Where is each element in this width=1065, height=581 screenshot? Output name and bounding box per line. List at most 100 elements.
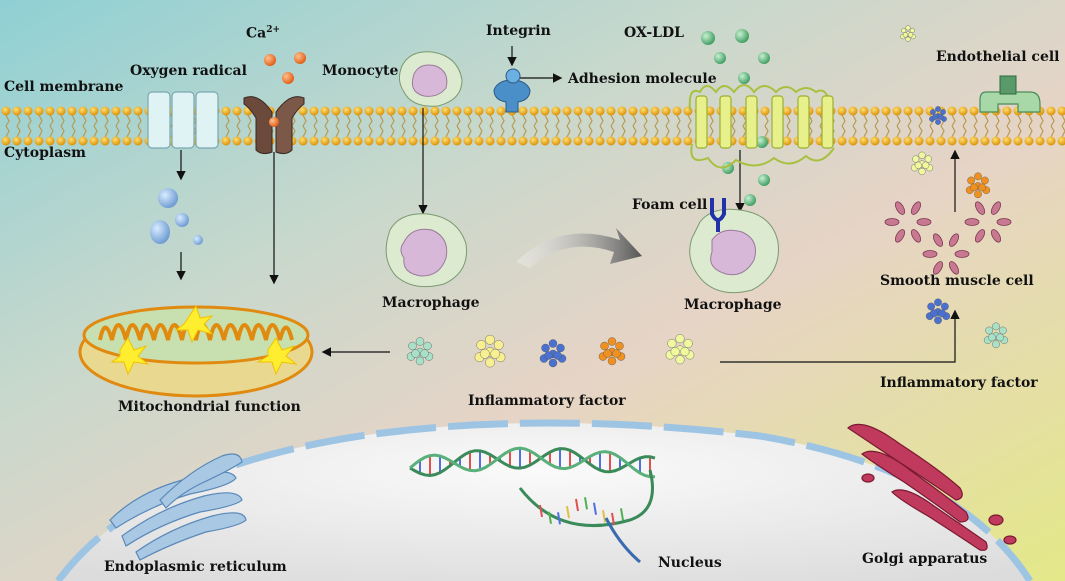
membrane-tail	[335, 114, 340, 127]
membrane-tail	[445, 114, 450, 127]
inflammatory-factors	[406, 25, 1009, 368]
membrane-bead	[133, 136, 143, 146]
factor-granule	[408, 341, 417, 351]
membrane-tail	[962, 125, 967, 138]
membrane-bead	[408, 106, 418, 116]
membrane-tail	[973, 125, 978, 138]
membrane-tail	[885, 125, 890, 138]
factor-granule	[918, 167, 926, 176]
membrane-bead	[947, 136, 957, 146]
membrane-bead	[397, 136, 407, 146]
membrane-tail	[786, 114, 791, 127]
membrane-bead	[760, 106, 770, 116]
membrane-tail	[489, 125, 494, 138]
dna-strand	[409, 447, 656, 477]
cytoplasm-label: Cytoplasm	[4, 145, 86, 161]
membrane-tail	[49, 125, 54, 138]
membrane-tail	[115, 114, 120, 127]
dna-base-pair	[539, 504, 543, 518]
macrophage-left-label: Macrophage	[382, 295, 480, 311]
membrane-bead	[738, 136, 748, 146]
factor-granule	[967, 176, 975, 185]
membrane-tail	[522, 114, 527, 127]
factor-granule	[493, 340, 504, 350]
membrane-bead	[551, 106, 561, 116]
golgi-apparatus-icon	[847, 423, 1017, 551]
ox-ldl-particles	[701, 29, 770, 206]
membrane-bead	[309, 106, 319, 116]
membrane-bead	[562, 136, 572, 146]
membrane-tail	[874, 125, 879, 138]
membrane-bead	[34, 106, 44, 116]
membrane-bead	[463, 106, 473, 116]
factor-granule	[680, 347, 690, 357]
membrane-tail	[709, 125, 714, 138]
smooth-muscle-cell-group	[884, 201, 932, 243]
membrane-tail	[1050, 125, 1055, 138]
membrane-bead	[672, 106, 682, 116]
membrane-tail	[555, 114, 560, 127]
inflammatory-factor-right-label: Inflammatory factor	[880, 375, 1038, 391]
membrane-tail	[852, 125, 857, 138]
membrane-tail	[357, 114, 362, 127]
membrane-tail	[918, 114, 923, 127]
macrophage-left-icon	[385, 213, 468, 288]
membrane-tail	[511, 114, 516, 127]
membrane-bead	[1057, 106, 1065, 116]
receptor-helix	[719, 95, 732, 149]
membrane-bead	[969, 106, 979, 116]
factor-granule	[479, 348, 490, 359]
dna-strand	[604, 517, 641, 564]
factor-granule	[607, 356, 617, 366]
membrane-bead	[122, 106, 132, 116]
membrane-bead	[23, 136, 33, 146]
membrane-bead	[375, 136, 385, 146]
membrane-bead	[331, 106, 341, 116]
membrane-tail	[841, 125, 846, 138]
membrane-tail	[687, 114, 692, 127]
membrane-tail	[577, 114, 582, 127]
membrane-bead	[573, 106, 583, 116]
membrane-tail	[764, 125, 769, 138]
membrane-bead	[452, 106, 462, 116]
smooth-muscle-cell	[974, 229, 986, 243]
membrane-bead	[78, 136, 88, 146]
factor-granule	[905, 25, 911, 31]
membrane-tail	[896, 114, 901, 127]
factor-granule	[918, 151, 926, 159]
membrane-tail	[82, 114, 87, 127]
membrane-bead	[298, 136, 308, 146]
membrane-tail	[236, 114, 241, 127]
membrane-tail	[93, 125, 98, 138]
membrane-bead	[474, 106, 484, 116]
factor-granule	[978, 183, 986, 192]
dna-base-pair	[575, 498, 579, 512]
membrane-tail	[137, 114, 142, 127]
membrane-bead	[518, 106, 528, 116]
membrane-tail	[489, 114, 494, 127]
membrane-tail	[346, 125, 351, 138]
membrane-tail	[390, 125, 395, 138]
dna-base-pair	[593, 502, 597, 515]
membrane-tail	[665, 125, 670, 138]
membrane-bead	[67, 106, 77, 116]
membrane-bead	[639, 106, 649, 116]
smooth-muscle-cell	[910, 229, 922, 243]
membrane-bead	[584, 106, 594, 116]
membrane-bead	[452, 136, 462, 146]
membrane-tail	[599, 125, 604, 138]
inflammatory-factor-cluster	[925, 298, 951, 325]
factor-granule	[940, 109, 946, 115]
membrane-bead	[870, 136, 880, 146]
membrane-bead	[364, 136, 374, 146]
membrane-tail	[247, 125, 252, 138]
dna-base-pair	[611, 512, 615, 526]
membrane-bead	[496, 106, 506, 116]
smooth-muscle-cell	[894, 201, 906, 215]
membrane-tail	[940, 125, 945, 138]
membrane-tail	[1017, 125, 1022, 138]
membrane-tail	[907, 125, 912, 138]
factor-granule	[670, 347, 680, 357]
smooth-muscle-cell	[954, 250, 970, 258]
factor-granule	[930, 109, 936, 115]
